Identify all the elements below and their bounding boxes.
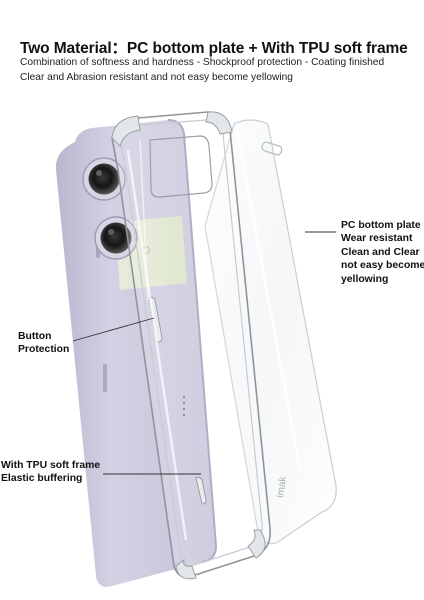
callout-line: Protection: [18, 344, 70, 356]
phone-side-button: [103, 364, 107, 392]
callout-line: With TPU soft frame: [1, 460, 101, 471]
callout-line: yellowing: [341, 273, 389, 285]
tpu-frame-callout: With TPU soft frame Elastic buffering: [1, 459, 100, 486]
callout-line: Clean and Clear: [341, 246, 420, 258]
callout-line: PC bottom plate: [341, 220, 421, 231]
headline: Two Material：PC bottom plate + With TPU …: [20, 40, 408, 57]
callout-line: not easy become: [341, 260, 424, 272]
button-callout-line: [72, 317, 155, 342]
phone-case-illustration: imak: [55, 111, 337, 587]
callout-line: Elastic buffering: [1, 473, 83, 485]
callout-line: Button: [18, 331, 52, 342]
camera-lens-top: [82, 157, 126, 201]
subtitle-line-1: Combination of softness and hardness - S…: [20, 57, 385, 68]
case-logo: imak: [275, 475, 289, 498]
plate-camera-slot: [261, 141, 283, 156]
subtitle-line-2: Clear and Abrasion resistant and not eas…: [20, 72, 293, 83]
callout-line: Wear resistant: [341, 233, 413, 245]
button-protection-callout: Button Protection: [18, 330, 69, 357]
pc-plate-callout: PC bottom plate Wear resistant Clean and…: [341, 219, 424, 286]
phone-side-marking: [183, 396, 185, 416]
